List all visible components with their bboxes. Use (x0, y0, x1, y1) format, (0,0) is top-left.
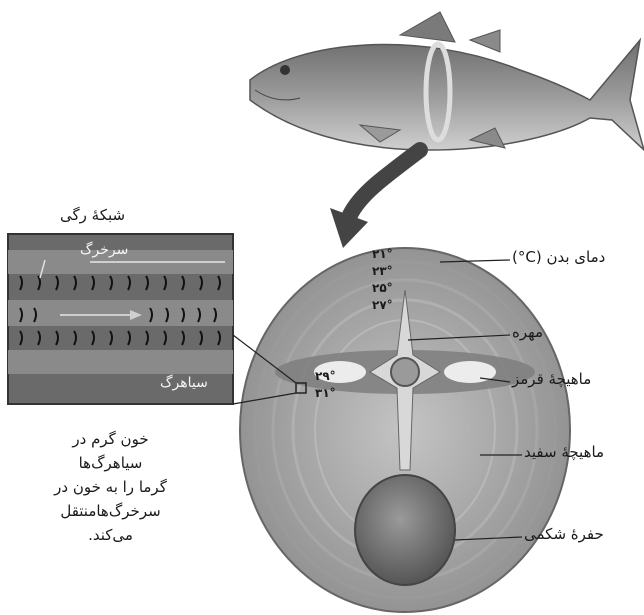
abdominal-cavity-label: حفرهٔ شکمی (524, 525, 604, 543)
caption-line: گرما را به خون در (8, 475, 213, 499)
temp-23: ۲۳° (372, 264, 393, 278)
temp-27: ۲۷° (372, 298, 393, 312)
temp-25: ۲۵° (372, 281, 393, 295)
red-muscle-label: ماهیچهٔ قرمز (512, 370, 591, 388)
vertebra-label: مهره (512, 323, 543, 341)
caption-line: سیاهرگ‌ها (8, 451, 213, 475)
temp-31: ۳۱° (315, 386, 336, 400)
temp-21: ۲۱° (372, 247, 393, 261)
caption-line: سرخرگ‌هامنتقل (8, 499, 213, 523)
caption-line: می‌کند. (8, 523, 213, 547)
body-temp-label: دمای بدن (C°) (512, 248, 605, 266)
abdominal-cavity-shape (355, 475, 455, 585)
inset-title: شبکهٔ رگی (60, 206, 125, 224)
artery-label: سرخرگ (80, 242, 128, 258)
section-arrow (330, 150, 420, 248)
cross-section (240, 248, 570, 612)
temp-29: ۲۹° (315, 369, 336, 383)
heat-exchange-caption: خون گرم در سیاهرگ‌ها گرما را به خون در س… (8, 427, 213, 547)
white-muscle-label: ماهیچهٔ سفید (524, 443, 604, 461)
vein-label: سیاهرگ (160, 375, 208, 391)
caption-line: خون گرم در (8, 427, 213, 451)
tuna-fish-illustration (250, 12, 644, 150)
